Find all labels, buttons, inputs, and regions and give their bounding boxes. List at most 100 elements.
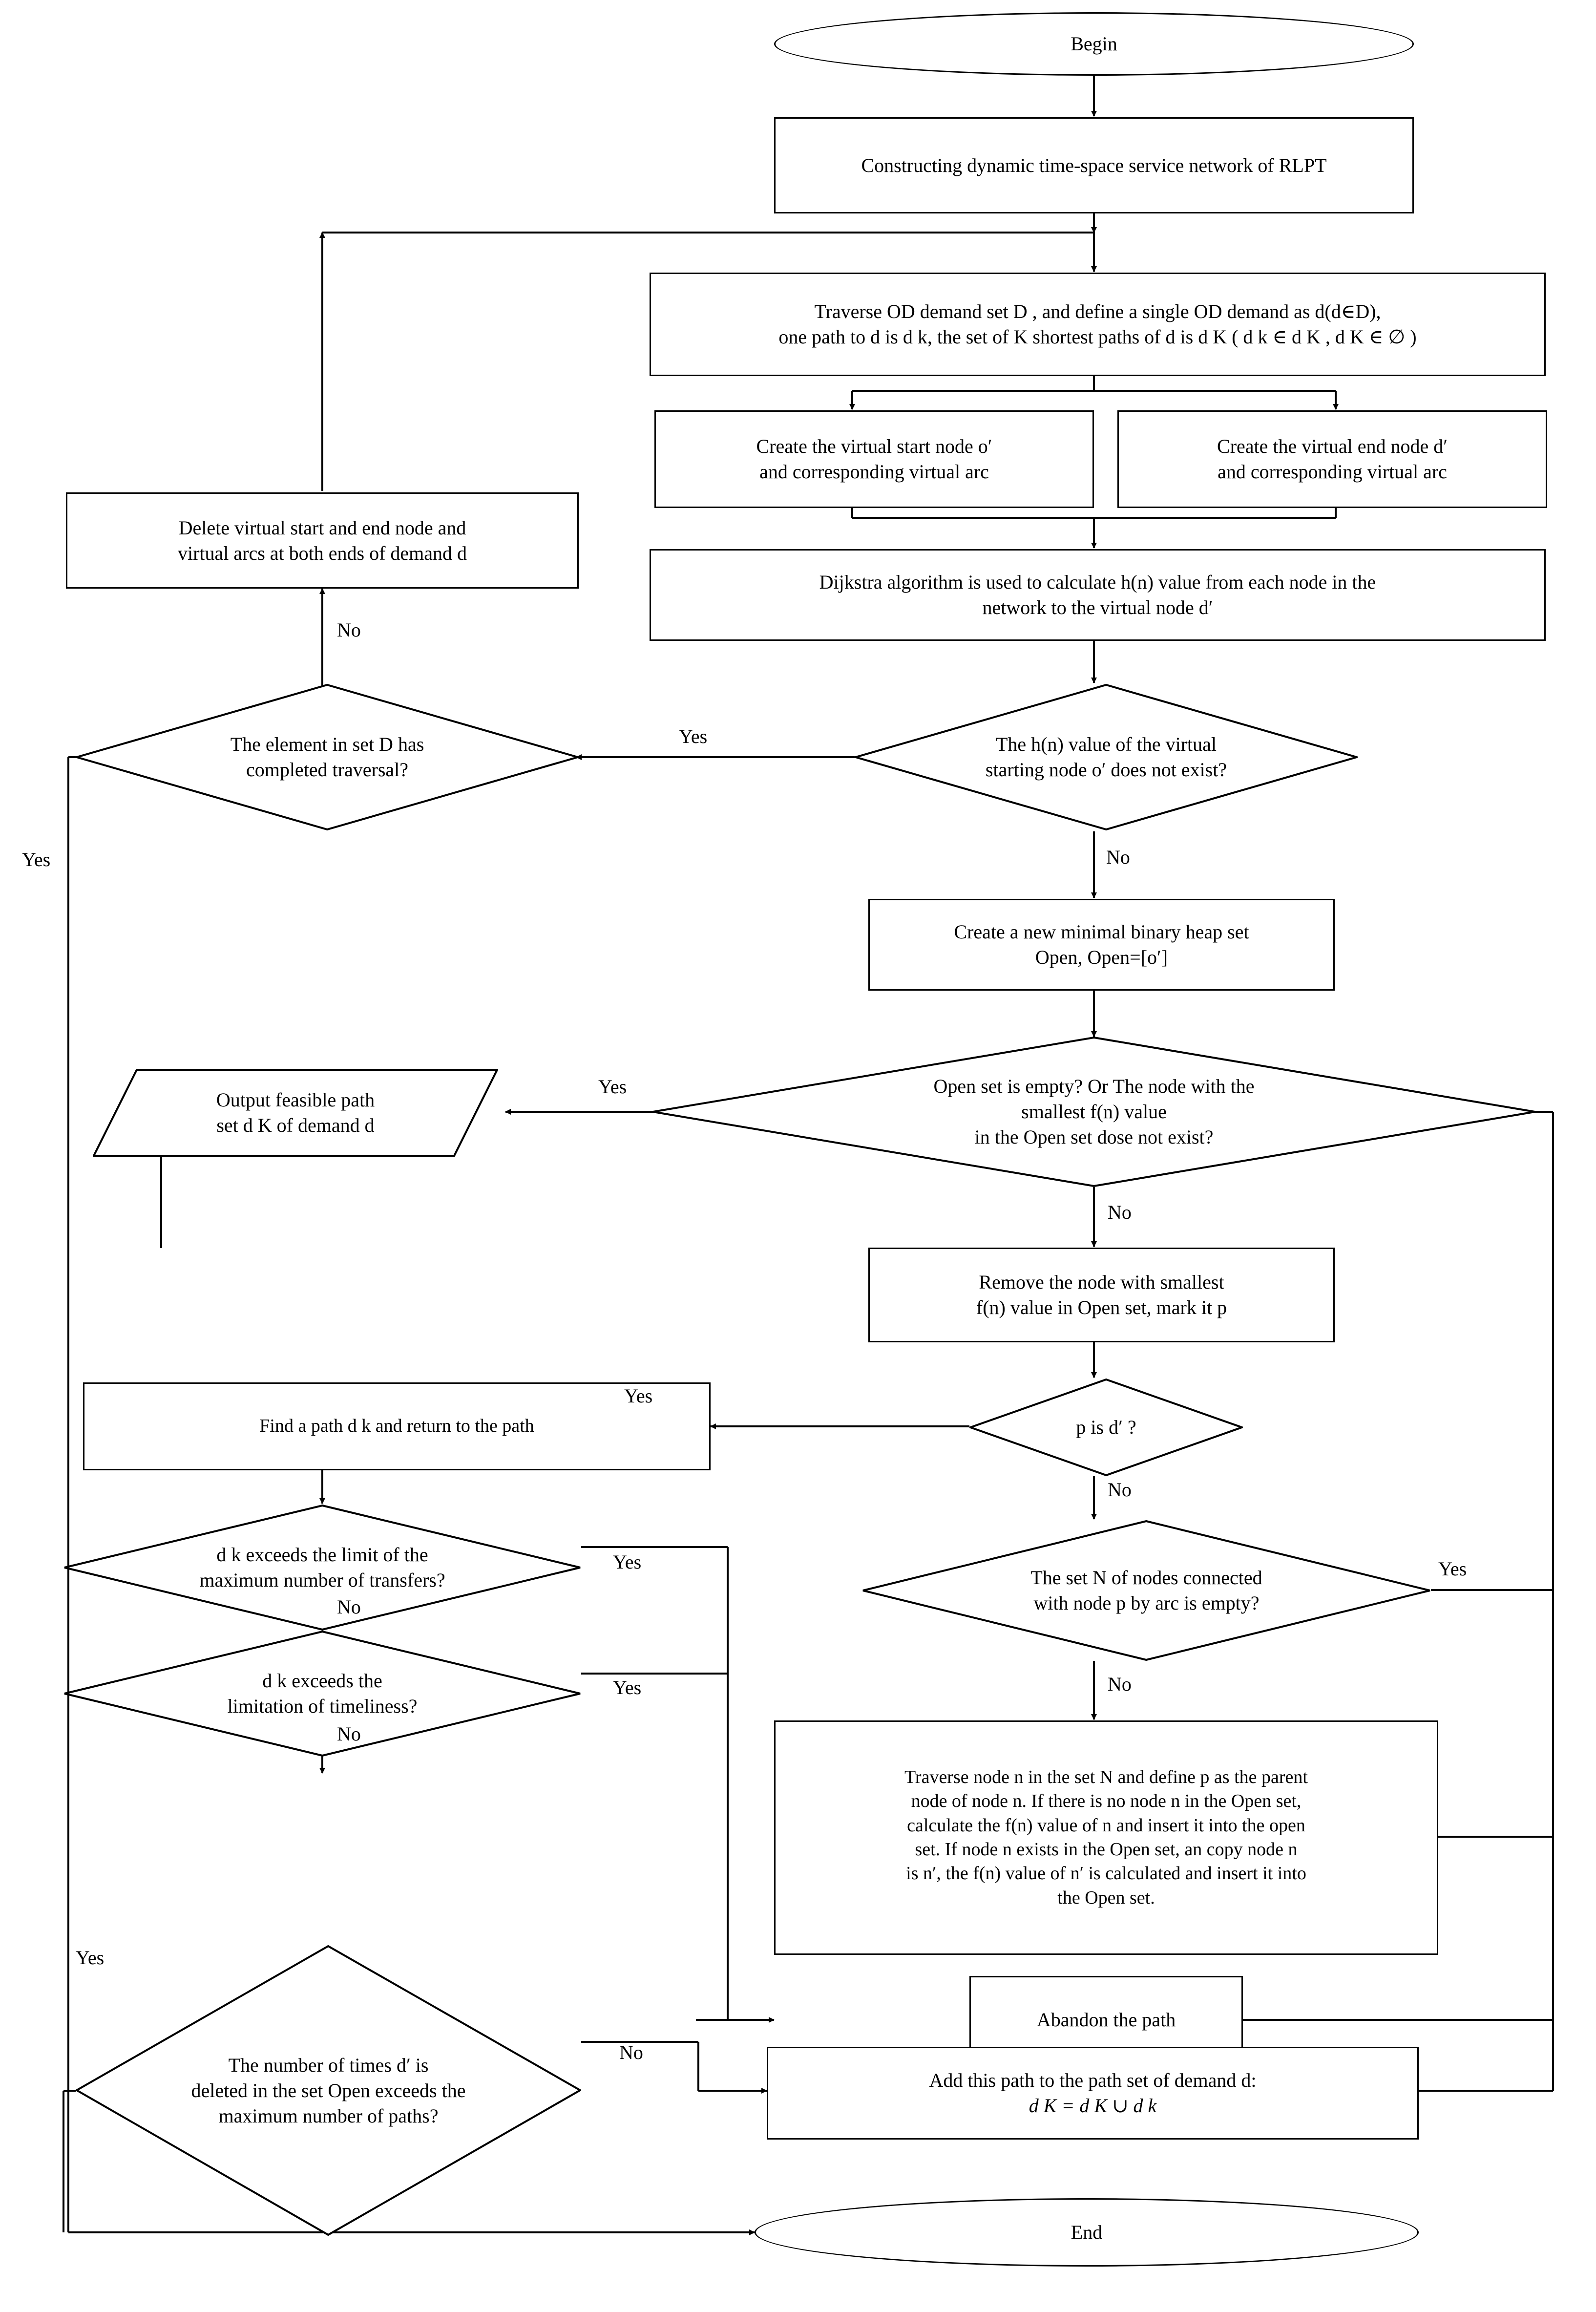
process-create-end-line2: and corresponding virtual arc bbox=[1218, 461, 1447, 483]
process-create-heap-text: Create a new minimal binary heap set Ope… bbox=[870, 919, 1333, 970]
process-add-path-line1: Add this path to the path set of demand … bbox=[929, 2069, 1257, 2091]
process-traverse-od-line2: one path to d is d k, the set of K short… bbox=[778, 326, 1417, 348]
terminator-end-label: End bbox=[1071, 2221, 1103, 2243]
decision-hn-not-exist[interactable]: The h(n) value of the virtual starting n… bbox=[855, 684, 1358, 830]
io-output-line2: set d K of demand d bbox=[216, 1114, 375, 1136]
process-remove-smallest-node[interactable]: Remove the node with smallest f(n) value… bbox=[868, 1248, 1335, 1342]
terminator-begin[interactable]: Begin bbox=[774, 12, 1414, 76]
decision-timeliness-line2: limitation of timeliness? bbox=[227, 1695, 418, 1717]
decision-set-n-line2: with node p by arc is empty? bbox=[1033, 1592, 1260, 1614]
decision-set-d-line2: completed traversal? bbox=[246, 759, 409, 781]
decision-exceeds-timeliness[interactable]: d k exceeds the limitation of timeliness… bbox=[63, 1631, 581, 1757]
decision-times-deleted-exceeds-paths[interactable]: The number of times d′ is deleted in the… bbox=[76, 1945, 581, 2236]
process-add-path-to-set[interactable]: Add this path to the path set of demand … bbox=[767, 2047, 1419, 2140]
decision-hn-line2: starting node o′ does not exist? bbox=[985, 759, 1227, 781]
process-create-end-line1: Create the virtual end node d′ bbox=[1217, 435, 1448, 457]
edge-label-timeliness-no: No bbox=[337, 1723, 361, 1745]
process-traverse-n-line5: is n′, the f(n) value of n′ is calculate… bbox=[906, 1863, 1306, 1884]
process-traverse-n-line1: Traverse node n in the set N and define … bbox=[904, 1766, 1308, 1787]
decision-times-deleted-text: The number of times d′ is deleted in the… bbox=[189, 2053, 468, 2129]
process-create-virtual-start-text: Create the virtual start node o′ and cor… bbox=[656, 434, 1092, 485]
decision-set-d-traversed-text: The element in set D has completed trave… bbox=[229, 732, 426, 783]
process-create-start-line2: and corresponding virtual arc bbox=[759, 461, 989, 483]
decision-open-line2: smallest f(n) value bbox=[1021, 1101, 1167, 1123]
terminator-begin-label: Begin bbox=[1071, 33, 1117, 55]
process-find-path[interactable]: Find a path d k and return to the path bbox=[83, 1382, 711, 1470]
decision-transfers-line1: d k exceeds the limit of the bbox=[216, 1544, 428, 1566]
process-create-start-line1: Create the virtual start node o′ bbox=[756, 435, 992, 457]
process-traverse-od-demand-text: Traverse OD demand set D , and define a … bbox=[651, 299, 1544, 350]
edge-label-p-is-d-no: No bbox=[1108, 1479, 1132, 1501]
diamond-shape bbox=[862, 1520, 1430, 1661]
decision-set-n-empty-text: The set N of nodes connected with node p… bbox=[1029, 1565, 1264, 1616]
decision-times-line2: deleted in the set Open exceeds the bbox=[191, 2079, 466, 2101]
process-construct-network-label: Constructing dynamic time-space service … bbox=[861, 154, 1327, 176]
process-create-virtual-start-node[interactable]: Create the virtual start node o′ and cor… bbox=[654, 410, 1094, 508]
parallelogram-shape bbox=[93, 1069, 498, 1157]
decision-transfers-line2: maximum number of transfers? bbox=[199, 1569, 445, 1591]
process-traverse-od-demand[interactable]: Traverse OD demand set D , and define a … bbox=[650, 273, 1546, 376]
decision-set-d-line1: The element in set D has bbox=[230, 733, 424, 755]
edge-label-set-n-no: No bbox=[1108, 1673, 1132, 1695]
edge-label-set-n-yes: Yes bbox=[1438, 1558, 1467, 1580]
decision-times-line1: The number of times d′ is bbox=[228, 2054, 429, 2076]
io-output-feasible-path-text: Output feasible path set d K of demand d bbox=[216, 1087, 375, 1138]
edge-label-times-no: No bbox=[619, 2041, 643, 2063]
diamond-shape bbox=[855, 684, 1358, 830]
decision-set-d-traversed[interactable]: The element in set D has completed trave… bbox=[76, 684, 579, 830]
process-dijkstra-text: Dijkstra algorithm is used to calculate … bbox=[651, 570, 1544, 620]
terminator-end[interactable]: End bbox=[755, 2198, 1419, 2267]
decision-p-is-d-prime[interactable]: p is d′ ? bbox=[969, 1379, 1243, 1476]
io-output-feasible-path[interactable]: Output feasible path set d K of demand d bbox=[93, 1069, 498, 1157]
decision-times-line3: maximum number of paths? bbox=[218, 2104, 439, 2127]
process-create-virtual-end-node[interactable]: Create the virtual end node d′ and corre… bbox=[1117, 410, 1547, 508]
process-create-heap-line1: Create a new minimal binary heap set bbox=[954, 921, 1249, 943]
process-delete-virtual-line1: Delete virtual start and end node and bbox=[178, 516, 466, 539]
edge-label-times-yes: Yes bbox=[76, 1947, 105, 1969]
decision-open-set-empty[interactable]: Open set is empty? Or The node with the … bbox=[652, 1037, 1536, 1187]
process-dijkstra-line2: network to the virtual node d′ bbox=[982, 596, 1213, 618]
process-traverse-node-n[interactable]: Traverse node n in the set N and define … bbox=[774, 1720, 1438, 1955]
edge-label-set-d-yes: Yes bbox=[22, 848, 51, 870]
decision-set-n-empty[interactable]: The set N of nodes connected with node p… bbox=[862, 1520, 1431, 1661]
decision-hn-not-exist-text: The h(n) value of the virtual starting n… bbox=[984, 732, 1229, 783]
process-traverse-n-line4: set. If node n exists in the Open set, a… bbox=[915, 1839, 1298, 1860]
decision-p-is-d-prime-text: p is d′ ? bbox=[1074, 1415, 1138, 1440]
diamond-shape bbox=[76, 684, 579, 830]
process-dijkstra-hn[interactable]: Dijkstra algorithm is used to calculate … bbox=[650, 549, 1546, 641]
edge-label-transfers-yes: Yes bbox=[613, 1551, 642, 1573]
process-traverse-n-line3: calculate the f(n) value of n and insert… bbox=[907, 1815, 1305, 1836]
process-find-path-text: Find a path d k and return to the path bbox=[84, 1414, 709, 1438]
decision-open-line3: in the Open set dose not exist? bbox=[974, 1126, 1214, 1148]
process-create-min-heap[interactable]: Create a new minimal binary heap set Ope… bbox=[868, 899, 1335, 991]
process-traverse-n-line6: the Open set. bbox=[1057, 1887, 1155, 1908]
edge-label-hn-no: No bbox=[1106, 846, 1130, 868]
process-add-path-text: Add this path to the path set of demand … bbox=[768, 2068, 1417, 2119]
process-remove-node-line1: Remove the node with smallest bbox=[979, 1271, 1224, 1293]
io-output-line1: Output feasible path bbox=[216, 1089, 375, 1111]
process-find-path-line1: Find a path d k and return to the path bbox=[259, 1416, 534, 1437]
decision-open-set-empty-text: Open set is empty? Or The node with the … bbox=[932, 1074, 1257, 1150]
process-create-heap-line2: Open, Open=[o′] bbox=[1035, 946, 1168, 968]
edge-label-transfers-no: No bbox=[337, 1596, 361, 1618]
process-traverse-node-n-text: Traverse node n in the set N and define … bbox=[776, 1765, 1437, 1910]
process-create-virtual-end-text: Create the virtual end node d′ and corre… bbox=[1119, 434, 1546, 485]
process-traverse-n-line2: node of node n. If there is no node n in… bbox=[911, 1791, 1302, 1812]
diamond-shape bbox=[64, 1505, 581, 1631]
decision-exceeds-transfers-text: d k exceeds the limit of the maximum num… bbox=[197, 1542, 447, 1593]
process-construct-network[interactable]: Constructing dynamic time-space service … bbox=[774, 117, 1414, 213]
process-add-path-line2: d K = d K ∪ d k bbox=[1029, 2095, 1157, 2117]
edge-label-open-yes: Yes bbox=[598, 1076, 627, 1098]
decision-hn-line1: The h(n) value of the virtual bbox=[995, 733, 1217, 755]
decision-exceeds-timeliness-text: d k exceeds the limitation of timeliness… bbox=[226, 1668, 420, 1719]
process-abandon-path-label: Abandon the path bbox=[1036, 2009, 1176, 2031]
decision-timeliness-line1: d k exceeds the bbox=[262, 1670, 382, 1692]
edge-label-set-d-no: No bbox=[337, 619, 361, 641]
edge-label-p-is-d-yes: Yes bbox=[624, 1385, 653, 1407]
process-delete-virtual-nodes[interactable]: Delete virtual start and end node and vi… bbox=[66, 492, 579, 589]
decision-exceeds-max-transfers[interactable]: d k exceeds the limit of the maximum num… bbox=[63, 1505, 581, 1631]
diamond-shape bbox=[652, 1037, 1535, 1187]
diamond-shape bbox=[76, 1945, 581, 2236]
decision-p-is-d-line1: p is d′ ? bbox=[1076, 1416, 1136, 1438]
